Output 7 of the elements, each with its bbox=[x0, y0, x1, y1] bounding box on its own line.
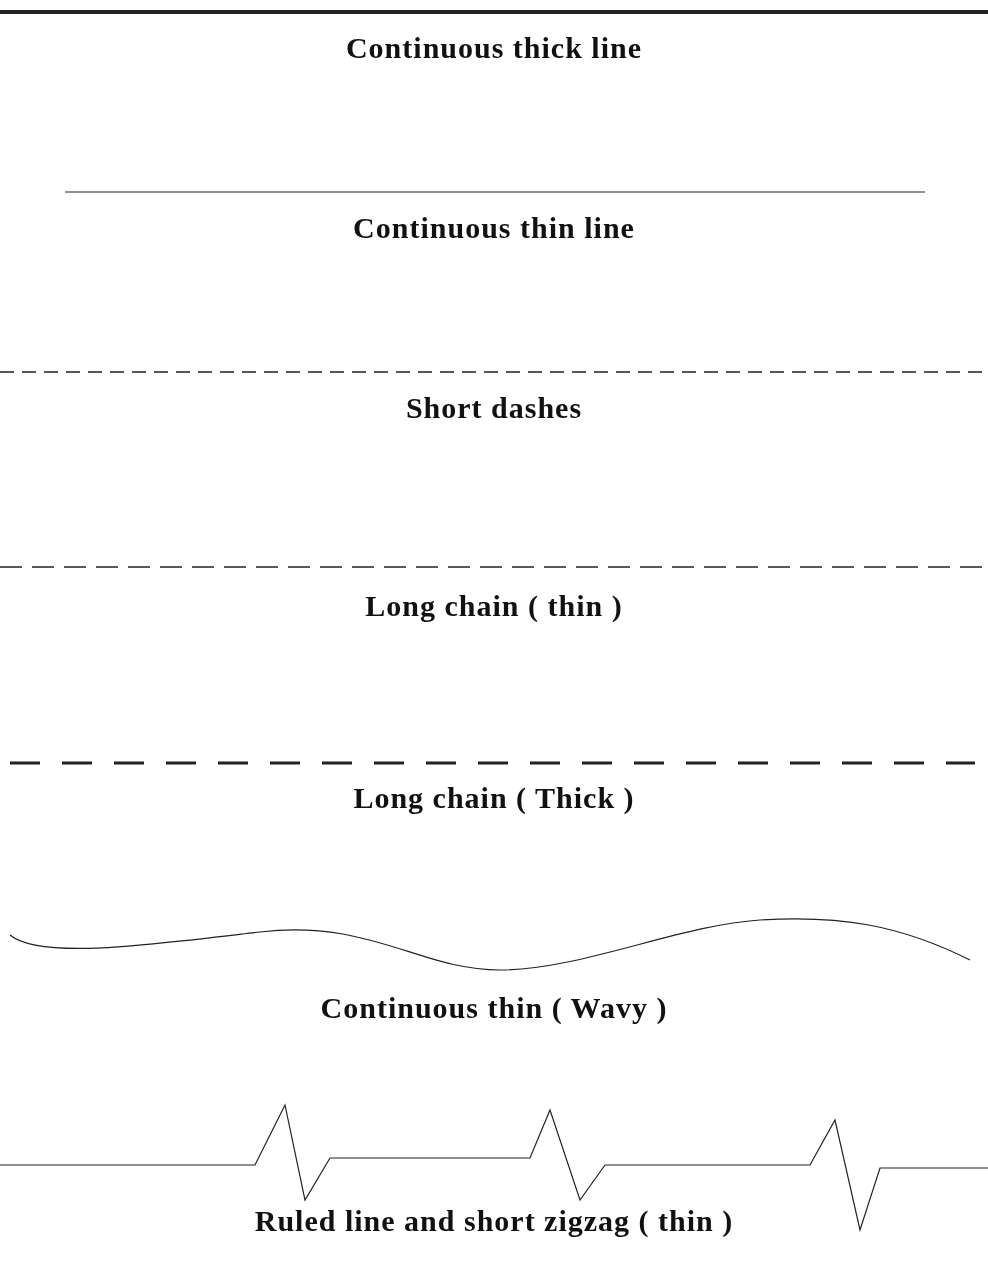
line-type-label: Long chain ( Thick ) bbox=[352, 780, 636, 816]
line-type-label: Long chain ( thin ) bbox=[364, 588, 624, 624]
line-type-label: Continuous thick line bbox=[344, 30, 644, 66]
line-type-label: Short dashes bbox=[404, 390, 584, 426]
line-type-label: Continuous thin ( Wavy ) bbox=[319, 990, 669, 1026]
line-type-label: Continuous thin line bbox=[352, 210, 636, 246]
line-type-label: Ruled line and short zigzag ( thin ) bbox=[253, 1203, 735, 1239]
